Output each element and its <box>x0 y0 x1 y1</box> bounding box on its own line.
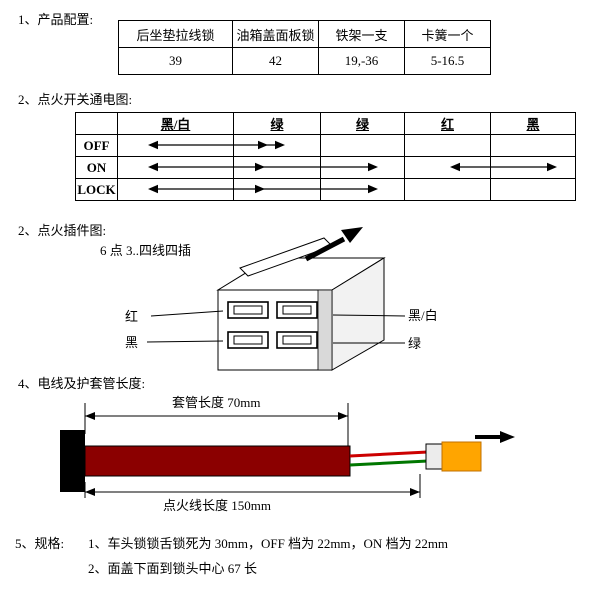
row-label-on: ON <box>75 156 118 179</box>
config-value-clip: 5-16.5 <box>404 47 491 75</box>
wire-header-black: 黑 <box>490 112 576 135</box>
pin-label-black-white: 黑/白 <box>408 308 438 323</box>
spec-line-1: 1、车头锁锁舌锁死为 30mm，OFF 档为 22mm，ON 档为 22mm <box>88 536 449 551</box>
wire-end-cap <box>60 430 85 492</box>
switch-cell <box>233 178 321 201</box>
section4-title: 4、电线及护套管长度: <box>18 376 146 391</box>
product-config-table: 后坐垫拉线锁 油箱盖面板锁 铁架一支 卡簧一个 39 42 19,-36 5-1… <box>118 20 491 75</box>
switch-cell <box>233 156 321 179</box>
wire-header-black-white: 黑/白 <box>117 112 234 135</box>
section5-title: 5、规格: <box>15 536 65 551</box>
connector-diagram <box>146 227 406 371</box>
switch-cell <box>320 178 405 201</box>
dimension-lines <box>84 403 421 498</box>
switch-cell <box>490 134 576 157</box>
section1-title: 1、产品配置: <box>18 12 94 27</box>
switch-cell <box>117 156 234 179</box>
switch-cell <box>404 134 491 157</box>
pin-label-green: 绿 <box>408 336 422 351</box>
switch-cell <box>320 156 405 179</box>
row-label-lock: LOCK <box>75 178 118 201</box>
connector-note: 6 点 3..四线四插 <box>100 243 192 258</box>
switch-row-on: ON <box>75 156 576 179</box>
direction-arrow-icon <box>475 431 515 443</box>
config-header-frame: 铁架一支 <box>318 20 405 48</box>
wire-header-row: 黑/白 绿 绿 红 黑 <box>75 112 576 135</box>
connector-plug <box>441 441 482 472</box>
switch-row-lock: LOCK <box>75 178 576 201</box>
green-wire <box>349 459 429 467</box>
switch-cell <box>233 134 321 157</box>
section3-title: 2、点火插件图: <box>18 223 107 238</box>
ignition-switch-table-wrap: 黑/白 绿 绿 红 黑 OFF ON <box>75 112 576 201</box>
wire-header-red: 红 <box>404 112 491 135</box>
switch-cell <box>320 134 405 157</box>
terminal-slots <box>227 301 318 349</box>
switch-cell <box>404 178 491 201</box>
wire-header-green-1: 绿 <box>233 112 321 135</box>
config-value-tank-lock: 42 <box>232 47 319 75</box>
row-label-off: OFF <box>75 134 118 157</box>
section2-title: 2、点火开关通电图: <box>18 92 133 107</box>
config-header-row: 后坐垫拉线锁 油箱盖面板锁 铁架一支 卡簧一个 <box>118 20 491 48</box>
insertion-arrow-icon <box>304 227 363 262</box>
sheath-length-label: 套管长度 70mm <box>172 395 261 410</box>
sheath-tube <box>84 445 351 477</box>
switch-cell <box>490 156 576 179</box>
wire-header-green-2: 绿 <box>320 112 405 135</box>
config-value-frame: 19,-36 <box>318 47 405 75</box>
pin-label-red: 红 <box>125 309 139 324</box>
pin-leader-lines <box>146 310 406 344</box>
corner-cell <box>75 112 118 135</box>
switch-cell <box>404 156 491 179</box>
dimension-arrowheads <box>85 412 420 496</box>
connector-front-shaded-strip <box>317 289 333 371</box>
pin-label-black: 黑 <box>125 335 139 350</box>
switch-row-off: OFF <box>75 134 576 157</box>
wire-length-label: 点火线长度 150mm <box>163 498 271 513</box>
connector-housing <box>425 443 443 470</box>
config-value-seat-lock: 39 <box>118 47 233 75</box>
config-header-clip: 卡簧一个 <box>404 20 491 48</box>
spec-line-2: 2、面盖下面到锁头中心 67 长 <box>88 561 258 576</box>
config-value-row: 39 42 19,-36 5-16.5 <box>118 47 491 75</box>
ignition-switch-table: 黑/白 绿 绿 红 黑 OFF ON <box>75 112 576 201</box>
switch-cell <box>117 178 234 201</box>
switch-cell <box>117 134 234 157</box>
wire-diagram <box>60 403 515 498</box>
config-header-seat-lock: 后坐垫拉线锁 <box>118 20 233 48</box>
red-wire <box>349 450 429 458</box>
config-header-tank-lock: 油箱盖面板锁 <box>232 20 319 48</box>
switch-cell <box>490 178 576 201</box>
